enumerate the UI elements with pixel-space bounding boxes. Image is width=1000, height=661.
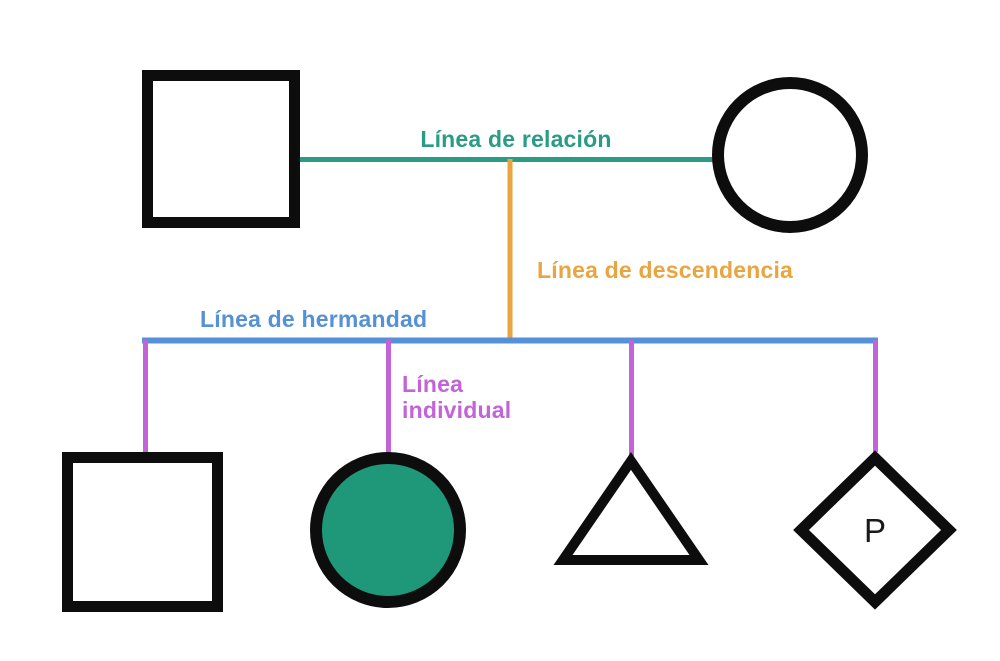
descent-line-label: Línea de descendencia bbox=[537, 257, 794, 283]
male-square-parent bbox=[142, 70, 300, 228]
pregnancy-symbol-letter: P bbox=[864, 512, 886, 549]
male-square-child bbox=[62, 452, 223, 612]
relation-line-label: Línea de relación bbox=[420, 126, 612, 152]
female-circle-filled-child bbox=[310, 452, 466, 608]
diamond-pregnancy-child bbox=[793, 450, 957, 610]
triangle-child bbox=[553, 452, 709, 565]
sibling-line-label: Línea de hermandad bbox=[200, 306, 428, 332]
female-circle-parent bbox=[712, 77, 868, 233]
individual-line-label: Línea individual bbox=[402, 371, 512, 423]
